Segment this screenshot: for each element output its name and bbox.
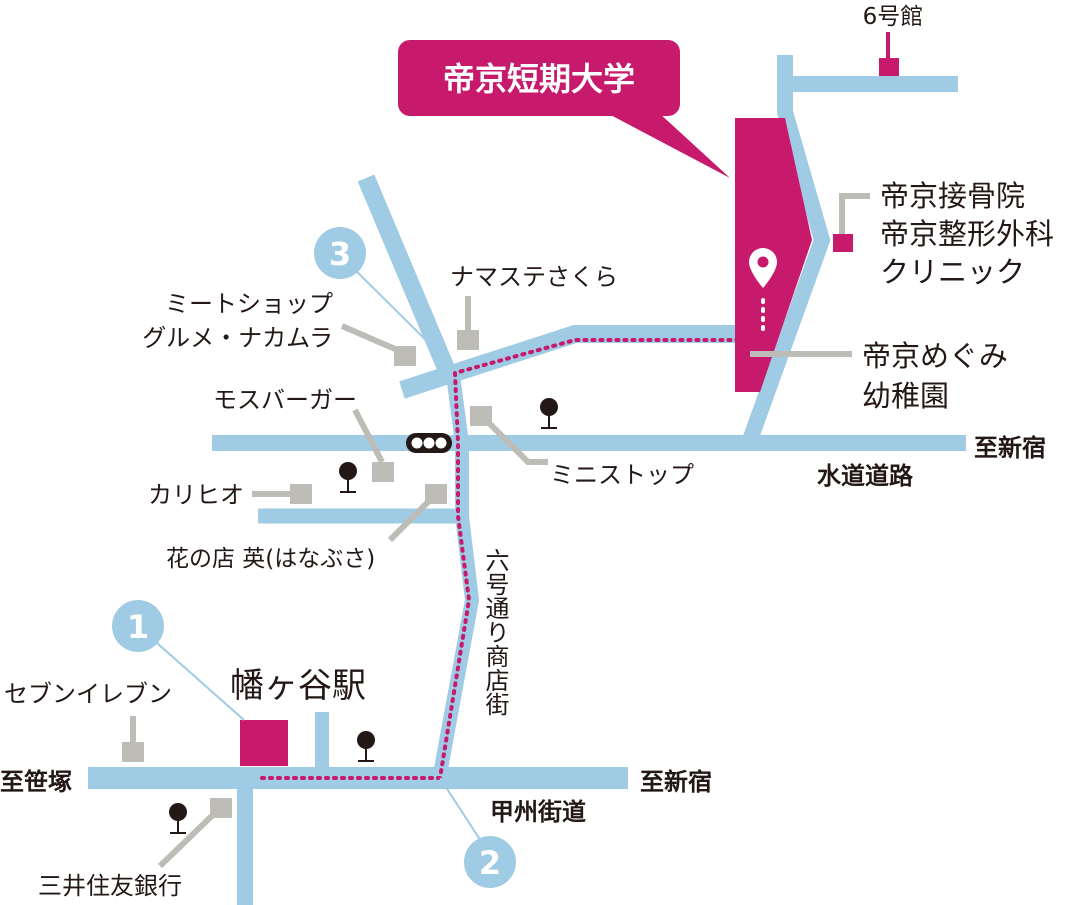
station-marker[interactable]: [240, 720, 288, 766]
label-clinic-line2: 帝京整形外科: [880, 217, 1054, 251]
leader-mos: [352, 408, 385, 464]
label-meatshop-line1: ミートショップ: [165, 290, 333, 318]
walking-route: [260, 338, 764, 780]
exit-2-marker[interactable]: 2: [464, 836, 516, 888]
label-mos: モスバーガー: [213, 386, 357, 414]
label-flower: 花の店 英(はなぶさ): [166, 546, 375, 572]
leader-exit-3: [339, 254, 447, 361]
label-6gokan: 6号館: [863, 4, 924, 30]
marker-bank[interactable]: [210, 798, 232, 818]
leader-meatshop: [340, 323, 404, 355]
leader-bank: [157, 807, 221, 869]
exit-3-marker[interactable]: 3: [314, 227, 366, 279]
marker-meatshop[interactable]: [394, 346, 416, 366]
svg-text:3: 3: [329, 235, 351, 273]
marker-clinic[interactable]: [833, 234, 853, 252]
tree-icon: [357, 731, 375, 762]
tree-icon: [540, 398, 558, 429]
marker-ministop[interactable]: [470, 406, 492, 426]
tree-icon: [169, 803, 187, 834]
marker-flower[interactable]: [425, 484, 447, 504]
road-campus-vertical: [742, 55, 831, 443]
marker-karihio[interactable]: [290, 484, 312, 504]
svg-text:1: 1: [127, 608, 149, 646]
leader-clinic: [839, 193, 870, 242]
marker-seven[interactable]: [122, 742, 144, 762]
label-seven: セブンイレブン: [4, 680, 172, 708]
label-karihio: カリヒオ: [148, 481, 244, 509]
label-clinic-line1: 帝京接骨院: [880, 179, 1025, 213]
svg-text:2: 2: [479, 844, 501, 882]
label-clinic-line3: クリニック: [880, 255, 1025, 289]
location-pin-icon: [749, 248, 777, 288]
label-station: 幡ヶ谷駅: [230, 666, 366, 706]
label-kindergarten-line2: 幼稚園: [862, 379, 949, 413]
leader-ministop: [479, 413, 548, 465]
campus-name-label: 帝京短期大学: [443, 60, 635, 98]
label-to-shinjuku-bottom: 至新宿: [640, 768, 712, 796]
location-pin-hole: [757, 256, 769, 268]
tree-icon: [339, 462, 357, 493]
campus-callout-box: [398, 40, 680, 116]
exit-1-marker[interactable]: 1: [112, 600, 164, 652]
label-suido-road: 水道道路: [817, 462, 914, 490]
label-meatshop-line2: グルメ・ナカムラ: [142, 324, 333, 352]
label-koshu-kaido: 甲州街道: [490, 798, 586, 826]
label-to-sasazuka: 至笹塚: [0, 768, 72, 796]
marker-mos[interactable]: [372, 462, 394, 482]
rokugo-dori-shotengai-road: [433, 374, 480, 776]
marker-namaste[interactable]: [457, 330, 479, 350]
road-north-diagonal: [357, 174, 457, 377]
label-namaste: ナマステさくら: [450, 263, 618, 291]
marker-6gokan[interactable]: [879, 58, 899, 76]
label-ministop: ミニストップ: [550, 461, 694, 489]
label-kindergarten-line1: 帝京めぐみ: [862, 339, 1008, 373]
label-bank: 三井住友銀行: [38, 872, 182, 900]
label-to-shinjuku-top: 至新宿: [974, 434, 1046, 462]
traffic-signal-icon: [406, 433, 452, 453]
label-shotengai: 六号通り商店街: [481, 548, 509, 716]
campus-callout-pointer: [605, 112, 730, 178]
